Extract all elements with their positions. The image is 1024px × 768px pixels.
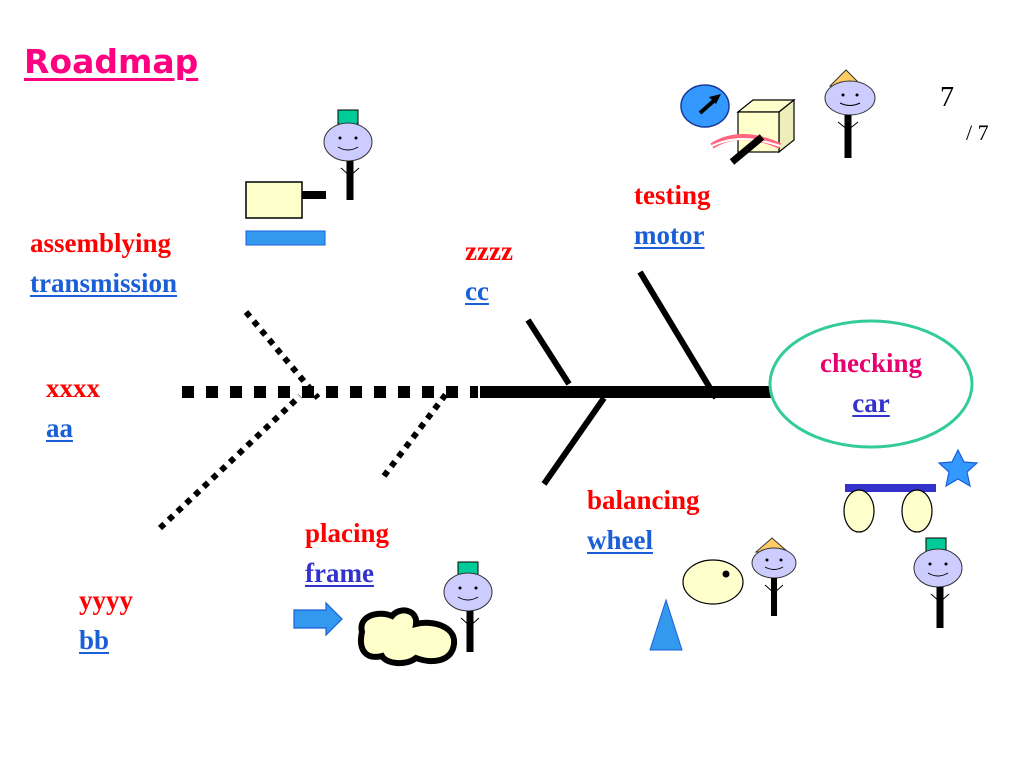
step-verb: placing (305, 518, 390, 548)
step-yyyy: yyyy bb (79, 585, 133, 655)
frame-blob-icon (358, 607, 457, 666)
step-verb: checking (819, 348, 922, 378)
page-total: / 7 (966, 120, 989, 145)
step-testing: testing motor (634, 180, 711, 250)
worker-orange-hat-icon (824, 69, 876, 158)
step-link-transmission[interactable]: transmission (30, 268, 178, 298)
page-title: Roadmap (24, 42, 199, 81)
bone-zzzz (525, 318, 572, 386)
page-number: 7 (940, 82, 954, 113)
cone-icon (649, 598, 683, 651)
gauge-icon (680, 84, 730, 128)
gearbox-icon (245, 181, 326, 246)
worker-green-hat-icon (913, 537, 963, 628)
car-chassis-icon (843, 484, 936, 533)
step-checking: checking car (790, 348, 952, 418)
worker-green-hat-icon (323, 109, 373, 200)
step-link-wheel[interactable]: wheel (587, 525, 653, 555)
bone-testing (637, 270, 719, 400)
step-placing: placing frame (305, 518, 389, 588)
step-verb: testing (634, 180, 711, 210)
wheel-icon (682, 559, 744, 605)
step-verb: assemblying (30, 228, 172, 258)
step-verb: balancing (587, 485, 700, 515)
step-xxxx: xxxx aa (46, 373, 100, 443)
arrow-right-icon (293, 601, 343, 637)
checking-ellipse (768, 319, 974, 449)
star-icon (937, 448, 979, 488)
step-verb: xxxx (46, 373, 100, 403)
step-link-cc[interactable]: cc (465, 276, 489, 306)
step-verb: yyyy (79, 585, 133, 615)
step-verb: zzzz (465, 236, 513, 266)
step-balancing: balancing wheel (587, 485, 700, 555)
step-zzzz: zzzz cc (465, 236, 513, 306)
bone-assembling (243, 310, 321, 400)
motor-cube-icon (710, 98, 796, 165)
step-assembling: assemblying transmission (30, 228, 177, 298)
worker-green-hat-icon (443, 561, 493, 652)
step-link-car[interactable]: car (852, 388, 890, 418)
step-link-aa[interactable]: aa (46, 413, 73, 443)
step-link-bb[interactable]: bb (79, 625, 110, 655)
step-link-motor[interactable]: motor (634, 220, 705, 250)
bone-yyyy (157, 393, 303, 531)
step-link-frame[interactable]: frame (305, 558, 374, 588)
bone-placing (381, 392, 449, 478)
worker-orange-hat-icon (751, 537, 797, 616)
bone-balancing (541, 396, 607, 486)
